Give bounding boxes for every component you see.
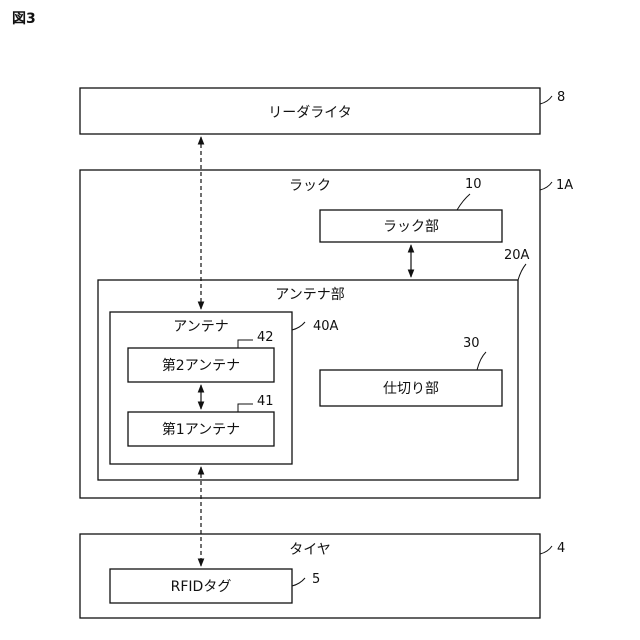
tire-ref: 4 <box>557 541 565 556</box>
rack-box <box>80 170 540 498</box>
first-antenna-ref: 41 <box>257 394 274 409</box>
rack-block: ラック 1A <box>80 170 573 498</box>
second-antenna-leader <box>238 340 253 348</box>
reader-writer-block: リーダライタ 8 <box>80 88 565 134</box>
first-antenna-leader <box>238 404 253 412</box>
antenna-part-ref: 20A <box>504 248 530 263</box>
rfid-tag-label: RFIDタグ <box>171 579 232 595</box>
rfid-tag-leader <box>292 578 305 586</box>
second-antenna-label: 第2アンテナ <box>162 357 240 374</box>
antenna-part-box <box>98 280 518 480</box>
rack-part-label: ラック部 <box>383 219 439 235</box>
tire-leader <box>540 546 552 554</box>
second-antenna-block: 第2アンテナ 42 <box>128 330 274 382</box>
second-antenna-ref: 42 <box>257 330 274 345</box>
antenna-part-leader <box>518 264 526 280</box>
antenna-label: アンテナ <box>173 319 228 335</box>
rack-label: ラック <box>289 178 331 194</box>
partition-label: 仕切り部 <box>383 381 439 397</box>
antenna-ref: 40A <box>313 319 339 334</box>
antenna-leader <box>292 322 305 330</box>
reader-writer-ref: 8 <box>557 90 565 105</box>
first-antenna-label: 第1アンテナ <box>162 421 240 438</box>
antenna-block: アンテナ 40A <box>110 312 339 464</box>
rack-ref: 1A <box>556 178 573 193</box>
partition-leader <box>477 352 486 370</box>
reader-writer-leader <box>540 96 552 104</box>
rack-part-leader <box>457 194 470 210</box>
tire-label: タイヤ <box>289 542 331 558</box>
reader-writer-label: リーダライタ <box>268 105 351 121</box>
tire-block: タイヤ 4 <box>80 534 565 618</box>
antenna-part-label: アンテナ部 <box>275 287 344 303</box>
rfid-tag-ref: 5 <box>312 572 320 587</box>
rack-part-ref: 10 <box>465 177 482 192</box>
rack-part-block: ラック部 10 <box>320 177 502 242</box>
rfid-tag-block: RFIDタグ 5 <box>110 569 320 603</box>
rack-leader <box>540 182 552 190</box>
partition-ref: 30 <box>463 336 480 351</box>
partition-block: 仕切り部 30 <box>320 336 502 406</box>
